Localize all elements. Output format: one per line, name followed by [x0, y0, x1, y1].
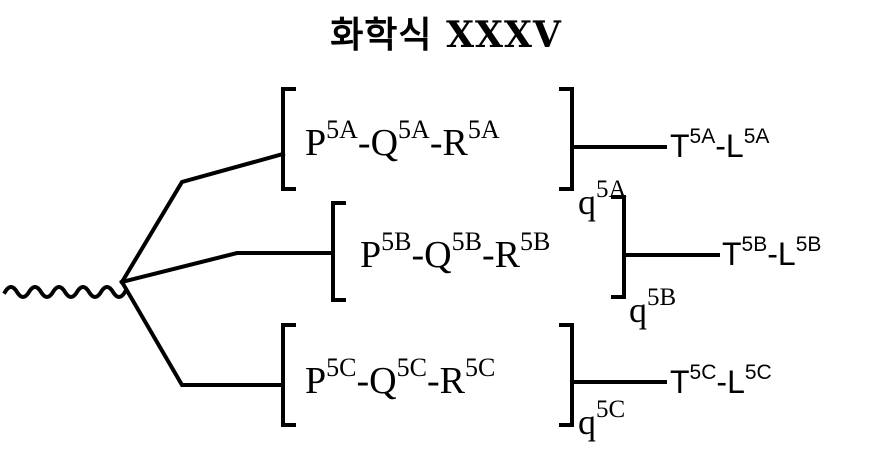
r-sup-c: 5C — [465, 353, 495, 382]
terminal-group-b: T5B-L5B — [722, 238, 821, 270]
t-sup-b: 5B — [742, 233, 768, 256]
formula-title: 화학식 XXXV — [0, 6, 892, 58]
t-sup-c: 5C — [690, 361, 717, 384]
r-symbol-a: R — [442, 122, 467, 164]
l-symbol-b: L — [778, 236, 796, 272]
open-bracket-c — [283, 325, 294, 425]
l-sup-b: 5B — [796, 233, 822, 256]
rep-symbol-a: q — [578, 182, 596, 222]
separator: - — [716, 364, 727, 400]
bond-branch-b — [122, 253, 333, 282]
p-sup-a: 5A — [326, 115, 358, 144]
separator: - — [482, 234, 495, 276]
terminal-group-c: T5C-L5C — [670, 366, 772, 398]
rep-sup-b: 5B — [647, 284, 676, 311]
repeat-count-a: q5A — [578, 184, 627, 220]
separator: - — [430, 122, 443, 164]
open-bracket-a — [283, 89, 294, 189]
r-sup-b: 5B — [520, 227, 550, 256]
t-symbol-c: T — [670, 364, 690, 400]
p-symbol-c: P — [305, 360, 326, 402]
t-symbol-b: T — [722, 236, 742, 272]
r-symbol-c: R — [440, 360, 465, 402]
t-sup-a: 5A — [690, 125, 716, 148]
q-symbol-c: Q — [369, 360, 396, 402]
r-symbol-b: R — [495, 234, 520, 276]
l-symbol-a: L — [726, 128, 744, 164]
separator: - — [427, 360, 440, 402]
separator: - — [358, 122, 371, 164]
r-sup-a: 5A — [468, 115, 500, 144]
q-sup-c: 5C — [397, 353, 427, 382]
separator: - — [767, 236, 778, 272]
t-symbol-a: T — [670, 128, 690, 164]
q-symbol-a: Q — [371, 122, 398, 164]
separator: - — [411, 234, 424, 276]
l-symbol-c: L — [727, 364, 745, 400]
repeat-count-c: q5C — [578, 404, 625, 440]
rep-sup-a: 5A — [596, 176, 627, 203]
wavy-attachment-line — [5, 287, 125, 297]
terminal-group-a: T5A-L5A — [670, 130, 769, 162]
repeat-unit-b: P5B-Q5B-R5B — [360, 236, 550, 274]
repeat-unit-a: P5A-Q5A-R5A — [305, 124, 500, 162]
p-sup-c: 5C — [326, 353, 356, 382]
close-bracket-a — [561, 89, 572, 189]
open-bracket-b — [333, 203, 344, 300]
separator: - — [356, 360, 369, 402]
l-sup-c: 5C — [745, 361, 772, 384]
p-symbol-b: P — [360, 234, 381, 276]
l-sup-a: 5A — [744, 125, 770, 148]
repeat-count-b: q5B — [629, 292, 676, 328]
repeat-unit-c: P5C-Q5C-R5C — [305, 362, 495, 400]
p-symbol-a: P — [305, 122, 326, 164]
rep-symbol-c: q — [578, 402, 596, 442]
rep-symbol-b: q — [629, 290, 647, 330]
q-sup-b: 5B — [452, 227, 482, 256]
rep-sup-c: 5C — [596, 396, 625, 423]
bond-branch-c — [122, 282, 283, 385]
q-symbol-b: Q — [424, 234, 451, 276]
close-bracket-c — [561, 325, 572, 425]
p-sup-b: 5B — [381, 227, 411, 256]
separator: - — [715, 128, 726, 164]
q-sup-a: 5A — [398, 115, 430, 144]
